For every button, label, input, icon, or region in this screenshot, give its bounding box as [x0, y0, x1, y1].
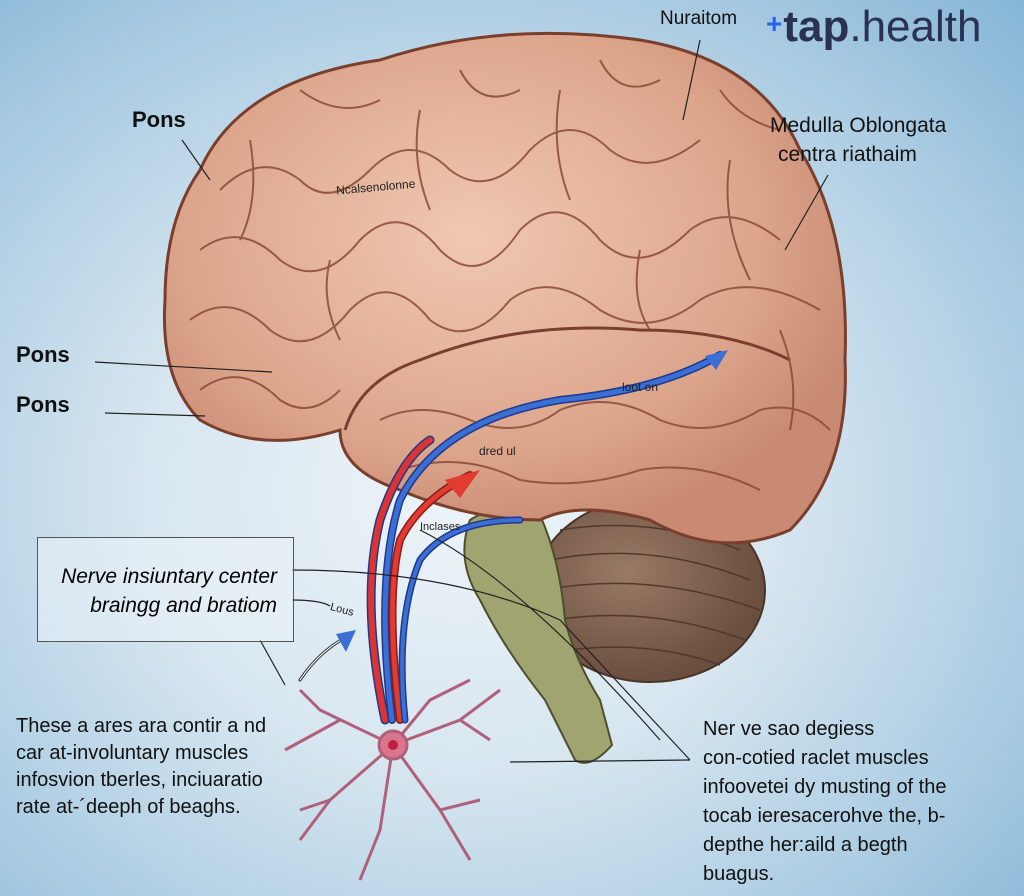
- cerebrum: [162, 31, 847, 545]
- right-paragraph-line: tocab ieresacerohve the, b-: [703, 805, 946, 827]
- label-pons-mid1: Pons: [16, 342, 70, 367]
- left-paragraph: These a ares ara contir a nd car at-invo…: [16, 713, 266, 821]
- right-paragraph-line: infoovetei dy musting of the: [703, 776, 947, 798]
- right-paragraph-line: Ner ve sao degiess: [703, 718, 875, 740]
- leader-lines: [94, 39, 829, 763]
- arrowhead-blue-small: [336, 630, 356, 652]
- arrowhead-red: [445, 470, 480, 498]
- callout-box: Nerve insiuntary center braingg and brat…: [37, 537, 294, 642]
- arrowhead-blue: [705, 350, 728, 370]
- label-arrow-top: loot on: [622, 380, 659, 394]
- left-paragraph-line: car at-involuntary muscles: [16, 742, 249, 764]
- right-paragraph-line: con-cotied raclet muscles: [703, 747, 929, 769]
- plus-icon: +: [766, 8, 783, 39]
- label-arrow-low: Inclases: [420, 521, 461, 533]
- label-arrow-mid: dred ul: [479, 444, 516, 458]
- left-paragraph-line: rate at-´deeph of beaghs.: [16, 796, 241, 818]
- label-pons-top: Pons: [132, 107, 186, 132]
- label-pons-mid2: Pons: [16, 392, 70, 417]
- left-paragraph-line: infosvion tberles, inciuaratio: [16, 769, 263, 791]
- right-paragraph-line: buagus.: [703, 863, 775, 885]
- logo-suffix: .health: [849, 2, 982, 51]
- label-medulla-line2: centra riathaim: [778, 143, 917, 166]
- neuron: [284, 678, 501, 881]
- right-paragraph: Ner ve sao degiess con-cotied raclet mus…: [703, 715, 946, 889]
- tap-health-logo: +tap.health: [766, 2, 981, 52]
- callout-line2: braingg and bratiom: [90, 594, 277, 617]
- label-medulla-line1: Medulla Oblongata: [770, 114, 947, 137]
- left-paragraph-line: These a ares ara contir a nd: [16, 715, 267, 737]
- logo-prefix: tap: [783, 2, 850, 51]
- label-nuraitom: Nuraitom: [660, 8, 738, 29]
- callout-line1: Nerve insiuntary center: [61, 565, 277, 588]
- nerve-pathways: [298, 351, 724, 725]
- right-paragraph-line: depthe her:aild a begth: [703, 834, 908, 856]
